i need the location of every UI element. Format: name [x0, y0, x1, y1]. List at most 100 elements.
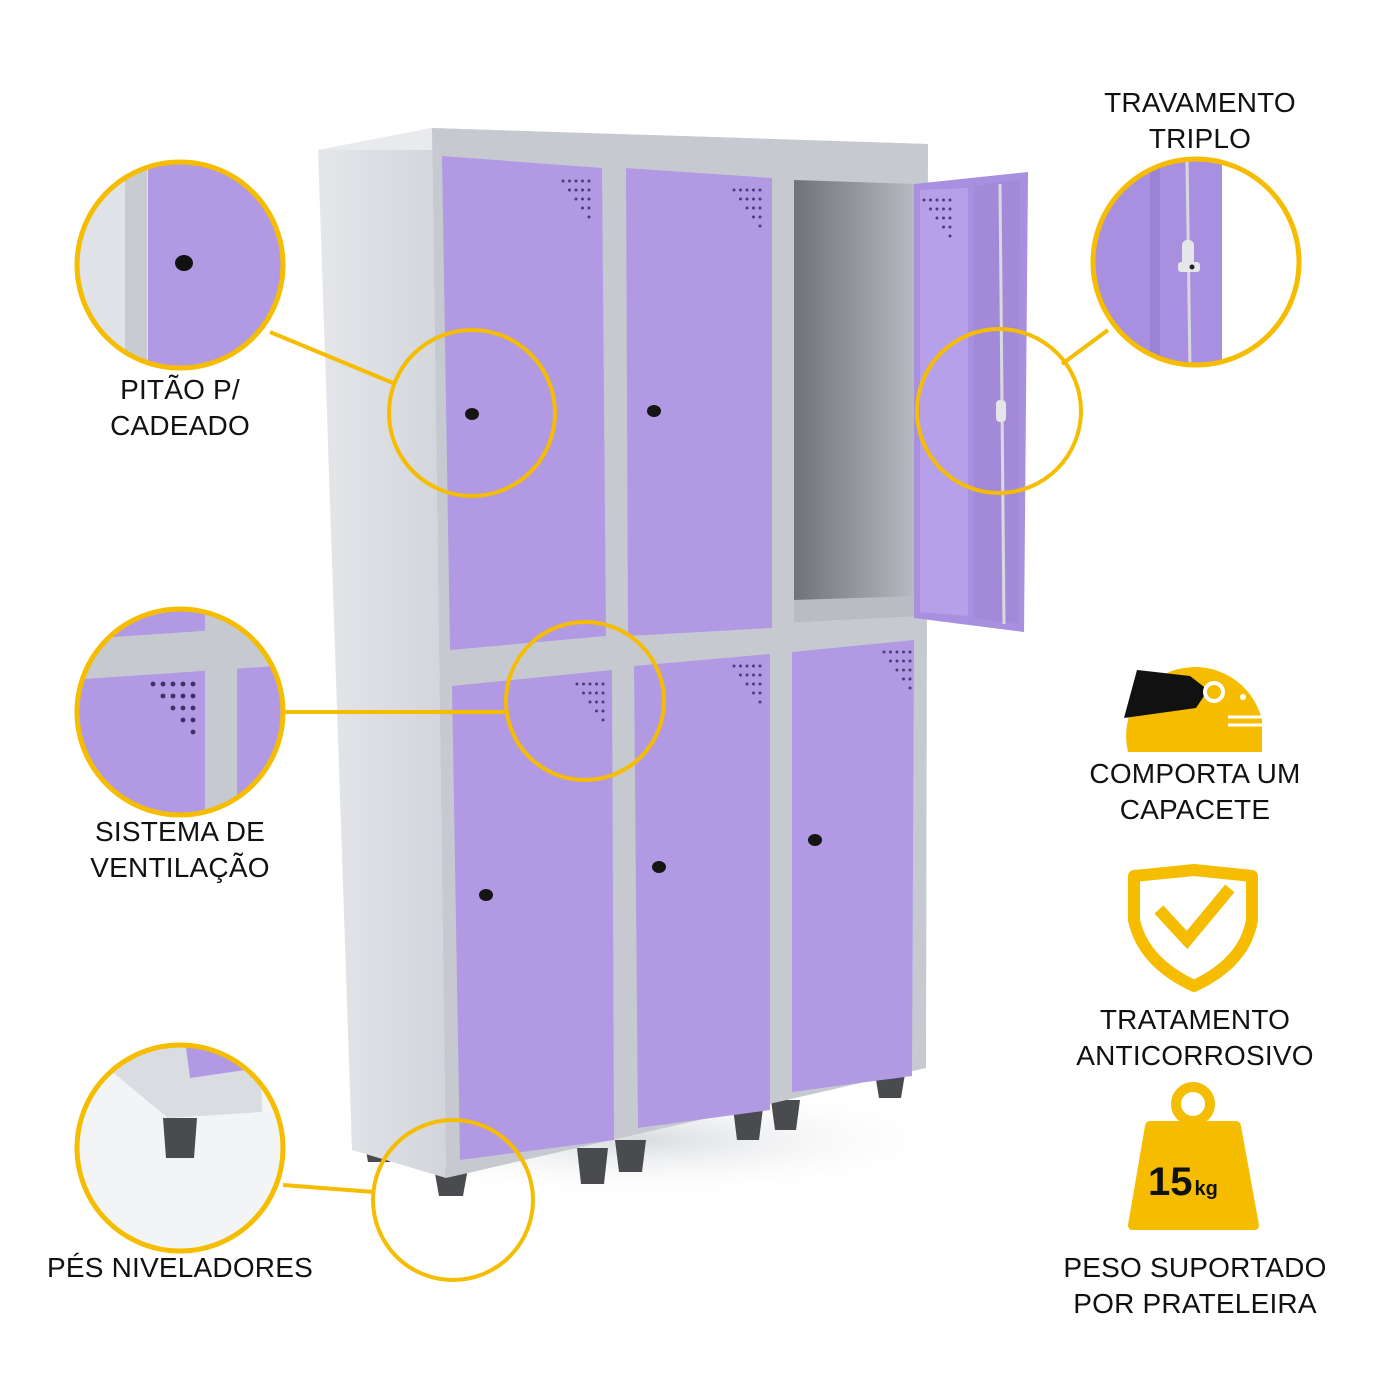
weight-number: 15	[1148, 1160, 1193, 1204]
vent-hole	[190, 693, 196, 699]
vent-hole	[902, 650, 905, 654]
zoom-bubble-locking	[1093, 159, 1299, 365]
vent-hole	[942, 225, 945, 229]
label-feet: PÉS NIVELADORES	[20, 1250, 340, 1286]
helmet-icon	[1124, 667, 1262, 752]
vent-hole	[908, 668, 912, 672]
label-line: TRAVAMENTO	[1104, 87, 1296, 118]
vent-hole	[581, 197, 584, 201]
shield-check-icon	[1128, 864, 1258, 992]
vent-hole	[595, 709, 598, 713]
vent-hole	[752, 188, 755, 192]
vent-hole	[170, 705, 176, 711]
marker-feet	[371, 1118, 535, 1282]
label-padlock: PITÃO P/ CADEADO	[60, 372, 300, 444]
label-anticorrosion: TRATAMENTO ANTICORROSIVO	[1050, 1002, 1340, 1074]
vent-hole	[588, 700, 592, 704]
vent-hole	[568, 179, 571, 183]
vent-hole	[739, 673, 742, 677]
vent-hole	[587, 206, 591, 210]
vent-hole	[758, 700, 762, 704]
vent-hole	[745, 188, 749, 192]
vent-hole	[739, 197, 742, 201]
label-line: PESO SUPORTADO	[1063, 1252, 1327, 1283]
callout-markers	[269, 327, 1110, 1282]
vent-hole	[587, 179, 591, 183]
vent-hole	[574, 197, 578, 201]
vent-hole	[160, 681, 166, 687]
foot	[733, 1108, 763, 1140]
vent-hole	[581, 179, 584, 183]
bubble-ring-feet	[74, 1042, 286, 1254]
vent-hole	[752, 664, 755, 668]
vent-hole	[752, 206, 755, 210]
vent-hole	[180, 717, 186, 723]
hasp	[479, 889, 493, 901]
vent-hole	[908, 650, 912, 654]
label-line: CAPACETE	[1119, 794, 1271, 825]
vent-hole	[180, 693, 186, 699]
vent-hole	[948, 216, 952, 220]
bubble-ring-padlock	[74, 159, 286, 371]
vent-hole	[935, 198, 939, 202]
vent-hole	[948, 198, 952, 202]
vent-hole	[595, 700, 598, 704]
marker-locking	[915, 327, 1083, 495]
foot	[771, 1100, 800, 1130]
vent-hole	[574, 188, 578, 192]
hasp	[652, 861, 666, 873]
door-lower-2	[634, 654, 770, 1128]
vent-hole	[190, 717, 196, 723]
label-line: CADEADO	[110, 410, 250, 441]
vent-hole	[942, 216, 945, 220]
vent-hole	[758, 206, 762, 210]
label-line: SISTEMA DE	[94, 816, 266, 847]
vent-hole	[170, 681, 176, 687]
connector-padlock	[269, 330, 394, 385]
vent-hole	[889, 650, 892, 654]
vent-hole	[575, 682, 579, 686]
vent-hole	[902, 677, 905, 681]
vent-hole	[752, 673, 755, 677]
vent-hole	[929, 198, 932, 202]
vent-hole	[160, 693, 166, 699]
weight-icon	[1128, 1082, 1259, 1230]
compartment-floor	[794, 596, 916, 622]
vent-hole	[902, 659, 905, 663]
vent-hole	[935, 216, 939, 220]
vent-hole	[588, 682, 592, 686]
vent-hole	[929, 207, 932, 211]
bubble-ring-ventilation	[74, 606, 286, 818]
side-panel	[318, 128, 446, 1178]
hasp	[647, 405, 661, 417]
vent-hole	[190, 681, 196, 687]
vent-hole	[745, 206, 749, 210]
vent-hole	[732, 188, 736, 192]
label-ventilation: SISTEMA DE VENTILAÇÃO	[55, 814, 305, 886]
label-line: COMPORTA UM	[1089, 758, 1301, 789]
vent-hole	[882, 650, 886, 654]
vent-hole	[908, 659, 912, 663]
vent-hole	[587, 197, 591, 201]
foot	[615, 1140, 646, 1172]
vent-hole	[935, 207, 939, 211]
vent-hole	[561, 179, 565, 183]
vent-hole	[758, 664, 762, 668]
vent-hole	[587, 215, 591, 219]
hasp	[808, 834, 822, 846]
marker-padlock	[387, 328, 557, 498]
label-helmet: COMPORTA UM CAPACETE	[1060, 756, 1330, 828]
leveling-feet	[364, 1074, 905, 1196]
zoom-bubble-padlock	[77, 162, 283, 368]
vent-hole	[180, 705, 186, 711]
weight-unit: kg	[1194, 1178, 1218, 1200]
label-line: PÉS NIVELADORES	[47, 1252, 313, 1283]
vent-hole	[574, 179, 578, 183]
zoom-bubble-feet	[77, 1045, 283, 1251]
vent-hole	[739, 664, 742, 668]
vent-hole	[745, 682, 749, 686]
vent-hole	[601, 718, 605, 722]
vent-hole	[568, 188, 571, 192]
vent-hole	[895, 650, 899, 654]
